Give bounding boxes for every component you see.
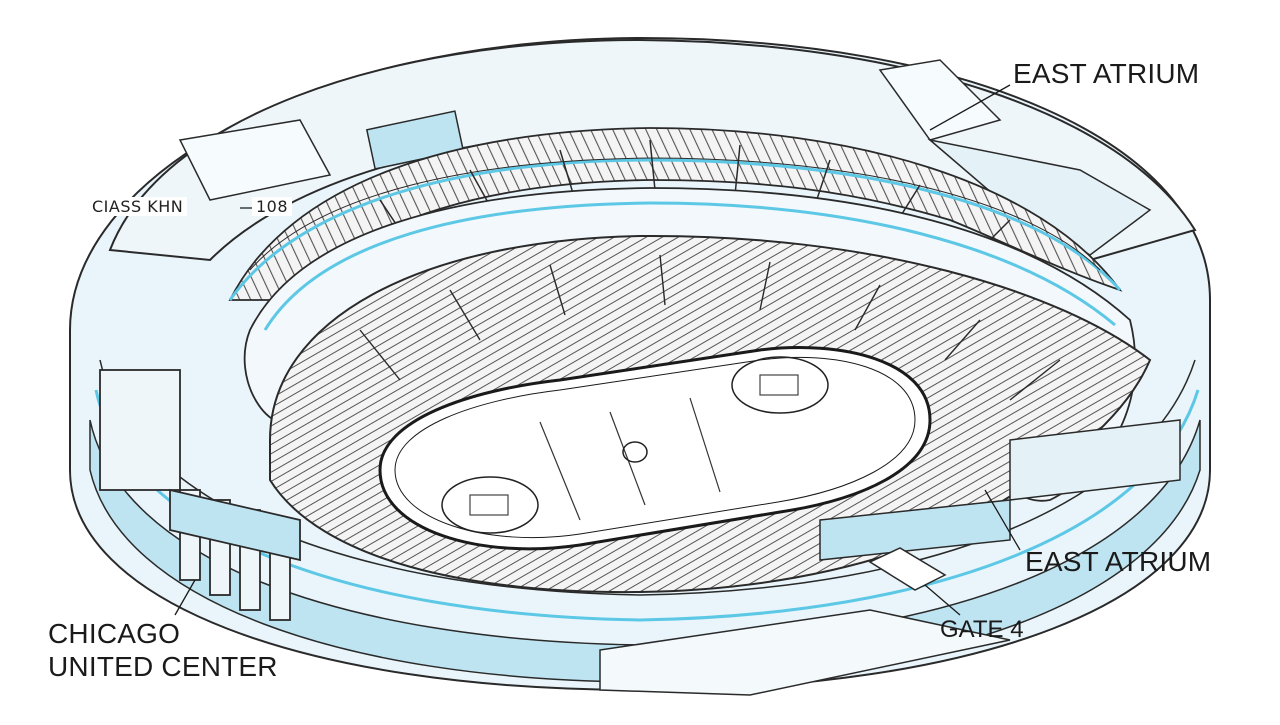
east-atrium-label-bottom: EAST ATRIUM — [1025, 546, 1212, 577]
roof — [108, 38, 1197, 262]
venue-name-line1: CHICAGO — [48, 618, 181, 649]
section-tag-label: CIASS KHN — [88, 197, 188, 216]
east-atrium-label-top: EAST ATRIUM — [1013, 58, 1200, 89]
gate-plaza — [599, 547, 1011, 696]
upper-seating — [228, 127, 1123, 301]
ice-rink — [378, 346, 932, 551]
east-ledge — [819, 419, 1181, 561]
section-number-label: 108 — [252, 197, 293, 216]
west-entrance — [99, 369, 301, 621]
venue-name-line2: UNITED CENTER — [48, 651, 278, 682]
gate-label: GATE 4 — [940, 616, 1024, 643]
